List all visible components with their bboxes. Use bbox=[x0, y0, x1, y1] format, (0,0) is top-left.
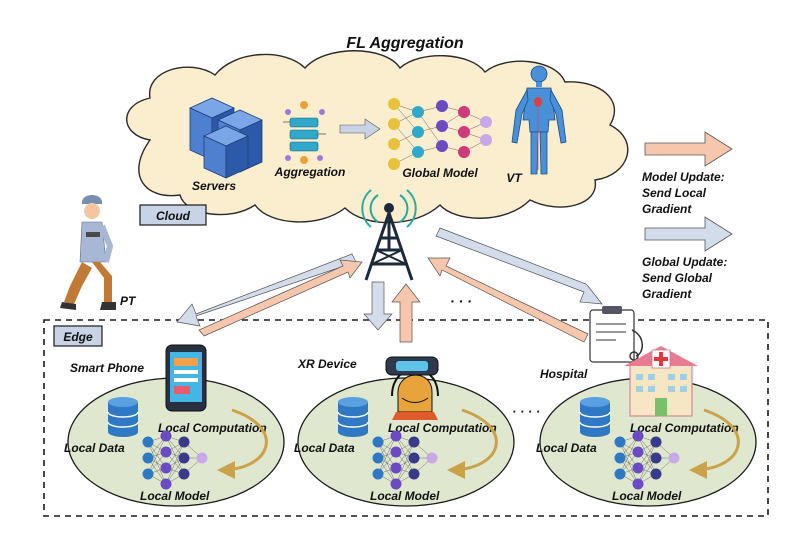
pt-label: PT bbox=[120, 294, 137, 308]
database-icon bbox=[579, 397, 611, 437]
local-model-network-icon bbox=[372, 430, 438, 490]
model-update-line1: Model Update: bbox=[642, 170, 725, 184]
local-data-label: Local Data bbox=[536, 441, 597, 455]
edge-tag-box bbox=[53, 325, 103, 347]
local-computation-arrow bbox=[217, 408, 268, 479]
database-icon bbox=[337, 397, 369, 437]
aggregation-icon bbox=[283, 101, 326, 164]
device-name-label: Hospital bbox=[540, 367, 588, 381]
ellipsis-top: · · · bbox=[450, 293, 472, 309]
database-icon bbox=[107, 397, 139, 437]
virtual-twin-body-icon bbox=[511, 65, 567, 175]
global-model-label: Global Model bbox=[402, 166, 478, 180]
local-update-arrow-from-xr bbox=[391, 283, 421, 343]
global-update-line3: Gradient bbox=[642, 287, 692, 301]
local-data-label: Local Data bbox=[64, 441, 125, 455]
global-update-line2: Send Global bbox=[642, 271, 713, 285]
model-update-legend-arrow bbox=[644, 131, 733, 167]
medical-clipboard-icon bbox=[589, 306, 643, 363]
xr-headset-icon bbox=[385, 356, 439, 420]
device-name-label: XR Device bbox=[297, 357, 357, 371]
global-update-legend-arrow bbox=[644, 216, 733, 252]
local-model-label: Local Model bbox=[140, 489, 210, 503]
global-update-arrow-to-hospital bbox=[435, 227, 603, 305]
edge-region-border bbox=[43, 319, 769, 517]
cloud-tag-label: Cloud bbox=[156, 209, 191, 223]
global-update-line1: Global Update: bbox=[642, 255, 727, 269]
model-update-line3: Gradient bbox=[642, 202, 692, 216]
model-update-line2: Send Local bbox=[642, 186, 707, 200]
local-update-arrow-from-phone bbox=[198, 259, 363, 337]
cell-tower-icon bbox=[361, 189, 417, 281]
device-name-label: Smart Phone bbox=[70, 361, 144, 375]
patient-walking-icon bbox=[60, 195, 116, 310]
cloud-tag-box bbox=[139, 204, 207, 226]
diagram-title: FL Aggregation bbox=[346, 35, 464, 52]
global-update-arrow-to-phone bbox=[176, 253, 357, 327]
local-update-arrow-from-hospital bbox=[427, 257, 589, 343]
local-data-label: Local Data bbox=[294, 441, 355, 455]
servers-label: Servers bbox=[192, 179, 236, 193]
local-computation-label: Local Computation bbox=[158, 421, 267, 435]
cloud-shape bbox=[126, 50, 629, 224]
aggregation-to-model-arrow bbox=[339, 118, 381, 140]
local-computation-label: Local Computation bbox=[630, 421, 739, 435]
local-computation-arrow bbox=[689, 408, 740, 479]
smart-phone-icon bbox=[165, 344, 207, 412]
local-model-label: Local Model bbox=[370, 489, 440, 503]
local-computation-arrow bbox=[447, 408, 498, 479]
servers-icon bbox=[189, 97, 263, 179]
ellipsis-bottom: · · · · bbox=[512, 404, 540, 419]
local-computation-label: Local Computation bbox=[388, 421, 497, 435]
global-model-network-icon bbox=[388, 98, 492, 170]
global-update-arrow-to-xr bbox=[363, 281, 393, 331]
aggregation-label: Aggregation bbox=[274, 165, 346, 179]
vt-label: VT bbox=[506, 171, 523, 185]
local-model-network-icon bbox=[142, 430, 208, 490]
edge-tag-label: Edge bbox=[63, 330, 93, 344]
hospital-building-icon bbox=[624, 346, 698, 417]
local-model-label: Local Model bbox=[612, 489, 682, 503]
local-model-network-icon bbox=[614, 430, 680, 490]
